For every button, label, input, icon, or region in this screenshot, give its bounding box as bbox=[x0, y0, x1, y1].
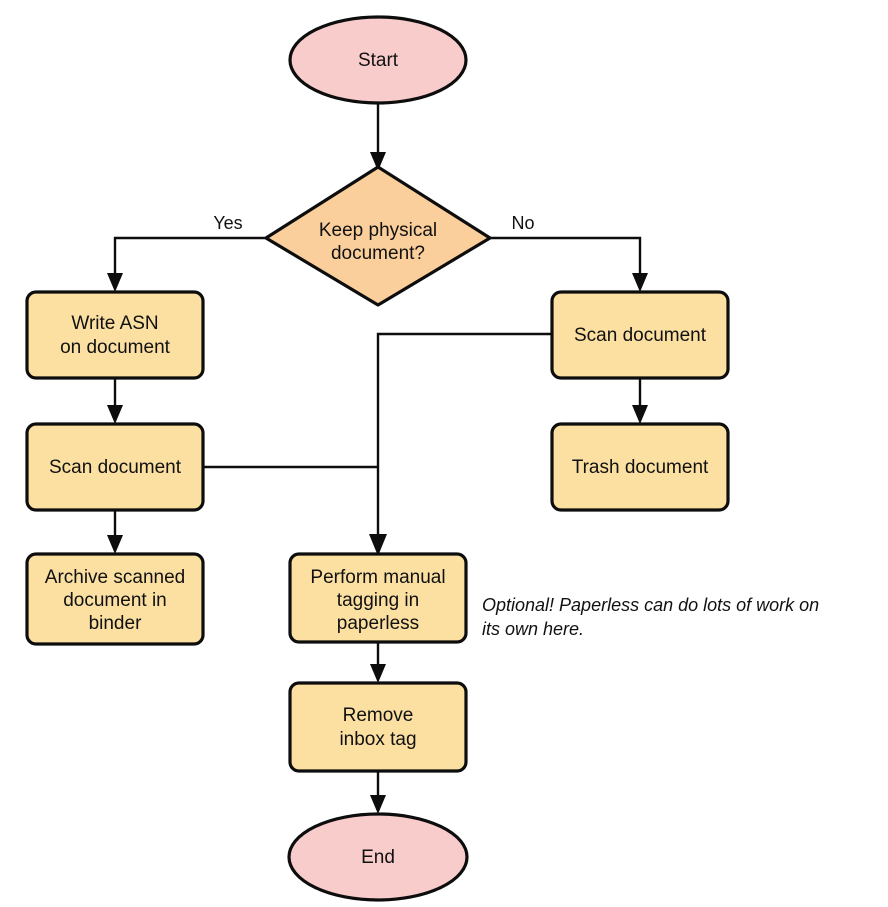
node-end[interactable]: End bbox=[287, 812, 469, 902]
node-remove-inbox-label-line2: inbox tag bbox=[339, 729, 416, 750]
node-scan-document-right-label: Scan document bbox=[574, 325, 707, 346]
node-write-asn-label-line1: Write ASN bbox=[71, 313, 158, 334]
edge-start-to-decision bbox=[370, 103, 386, 171]
node-end-label: End bbox=[361, 847, 395, 868]
node-tagging-label-line3: paperless bbox=[337, 613, 419, 634]
edge-decision-yes-to-write-asn bbox=[107, 236, 266, 292]
node-scan-document-left-label: Scan document bbox=[49, 457, 182, 478]
node-decision-keep-physical-document[interactable]: Keep physical document? bbox=[264, 165, 492, 307]
node-tagging-label-line2: tagging in bbox=[337, 590, 419, 611]
edge-remove-inbox-to-end bbox=[370, 771, 386, 814]
node-write-asn-label-line2: on document bbox=[60, 337, 171, 358]
edge-label-no: No bbox=[511, 213, 534, 233]
node-archive-label-line3: binder bbox=[89, 613, 142, 634]
node-archive-scanned-document[interactable]: Archive scanned document in binder bbox=[25, 552, 205, 646]
node-remove-inbox-label-line1: Remove bbox=[343, 705, 414, 726]
edge-scan-left-to-archive bbox=[107, 510, 123, 554]
edge-label-yes: Yes bbox=[213, 213, 242, 233]
node-archive-label-line2: document in bbox=[63, 590, 167, 611]
node-start[interactable]: Start bbox=[288, 15, 468, 105]
node-decision-label-line2: document? bbox=[331, 243, 425, 264]
optional-note-line2: its own here. bbox=[482, 619, 584, 639]
node-decision-label-line1: Keep physical bbox=[319, 220, 437, 241]
node-start-label: Start bbox=[358, 50, 399, 71]
edge-scan-right-to-tagging bbox=[369, 332, 552, 556]
edge-write-asn-to-scan-left bbox=[107, 378, 123, 424]
node-perform-manual-tagging[interactable]: Perform manual tagging in paperless bbox=[288, 552, 468, 644]
node-tagging-label-line1: Perform manual bbox=[310, 567, 445, 588]
node-scan-document-right[interactable]: Scan document bbox=[550, 290, 730, 380]
node-archive-label-line1: Archive scanned bbox=[45, 567, 185, 588]
optional-note-line1: Optional! Paperless can do lots of work … bbox=[482, 595, 819, 615]
edge-scan-right-to-trash bbox=[632, 378, 648, 424]
node-trash-document[interactable]: Trash document bbox=[550, 422, 730, 512]
annotation-optional-note: Optional! Paperless can do lots of work … bbox=[482, 595, 819, 639]
node-trash-document-label: Trash document bbox=[572, 457, 709, 478]
node-write-asn-on-document[interactable]: Write ASN on document bbox=[25, 290, 205, 380]
edge-tagging-to-remove-inbox bbox=[370, 642, 386, 683]
edge-decision-no-to-scan-right bbox=[490, 236, 648, 292]
node-remove-inbox-tag[interactable]: Remove inbox tag bbox=[288, 681, 468, 773]
node-scan-document-left[interactable]: Scan document bbox=[25, 422, 205, 512]
